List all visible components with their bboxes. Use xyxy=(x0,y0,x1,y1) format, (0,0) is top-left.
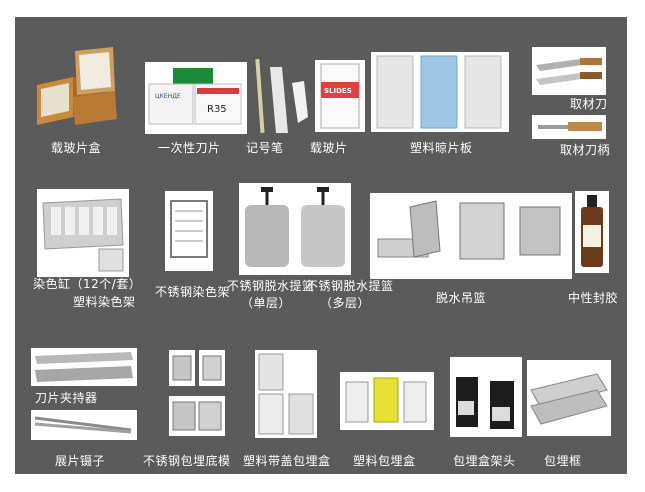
label-blade: 一次性刀片 xyxy=(158,141,221,155)
label-marker: 记号笔 xyxy=(246,141,284,155)
blade-photo: ЦКЕНДЕ R35 xyxy=(145,62,247,134)
label-ss-mold: 不锈钢包埋底模 xyxy=(143,454,231,468)
slides-box-text: SLIDES xyxy=(324,87,352,95)
drying-board-photo xyxy=(371,52,509,132)
blade-holder-photo xyxy=(31,348,137,386)
basket-photo xyxy=(239,183,351,275)
mounting-photo xyxy=(575,191,609,273)
label-basket-single-line1: 不锈钢脱水提篮 xyxy=(227,279,315,293)
label-ss-rack: 不锈钢染色架 xyxy=(155,285,231,299)
label-knife-handle: 取材刀柄 xyxy=(560,143,611,157)
label-stain-jar-line2: 塑料染色架 xyxy=(73,295,136,309)
ss-mold-photo xyxy=(165,348,227,438)
ss-rack-photo xyxy=(165,191,213,271)
frame-photo xyxy=(527,360,611,436)
label-lid-cassette: 塑料带盖包埋盒 xyxy=(243,454,331,468)
label-tweezers: 展片镊子 xyxy=(55,454,106,468)
label-slide-box: 载玻片盒 xyxy=(51,141,102,155)
stain-jar-photo xyxy=(37,189,129,277)
label-basket-multi-line2: （多层） xyxy=(320,296,371,310)
label-slides: 载玻片 xyxy=(310,141,348,155)
label-frame: 包埋框 xyxy=(544,454,582,468)
label-basket-multi-line1: 不锈钢脱水提篮 xyxy=(306,279,394,293)
blade-box-text: ЦКЕНДЕ xyxy=(155,93,181,100)
slide-box-photo xyxy=(33,45,119,127)
lid-cassette-photo xyxy=(255,350,317,438)
label-blade-holder: 刀片夹持器 xyxy=(35,391,98,405)
knife-photo xyxy=(532,47,606,95)
label-basket-single-line2: （单层） xyxy=(241,296,292,310)
knife-handle-photo xyxy=(532,115,606,139)
tweezers-photo xyxy=(31,410,137,440)
slides-photo: SLIDES xyxy=(315,60,365,132)
hang-basket-photo xyxy=(370,193,572,279)
blade-box-text-2: R35 xyxy=(207,104,227,115)
label-mounting: 中性封胶 xyxy=(568,291,619,305)
catalog-panel: 载玻片盒 ЦКЕНДЕ R35 一次性刀片 记号笔 SLIDES 载玻片 xyxy=(15,17,627,474)
label-knife: 取材刀 xyxy=(570,97,608,111)
marker-photo xyxy=(252,57,310,137)
cassette-head-photo xyxy=(450,357,522,437)
label-drying-board: 塑料晾片板 xyxy=(410,141,473,155)
label-cassette: 塑料包埋盒 xyxy=(353,454,416,468)
label-hang-basket: 脱水吊篮 xyxy=(436,291,487,305)
label-stain-jar-line1: 染色缸（12个/套） xyxy=(33,277,142,291)
label-cassette-head: 包埋盒架头 xyxy=(453,454,516,468)
cassette-photo xyxy=(340,372,434,430)
